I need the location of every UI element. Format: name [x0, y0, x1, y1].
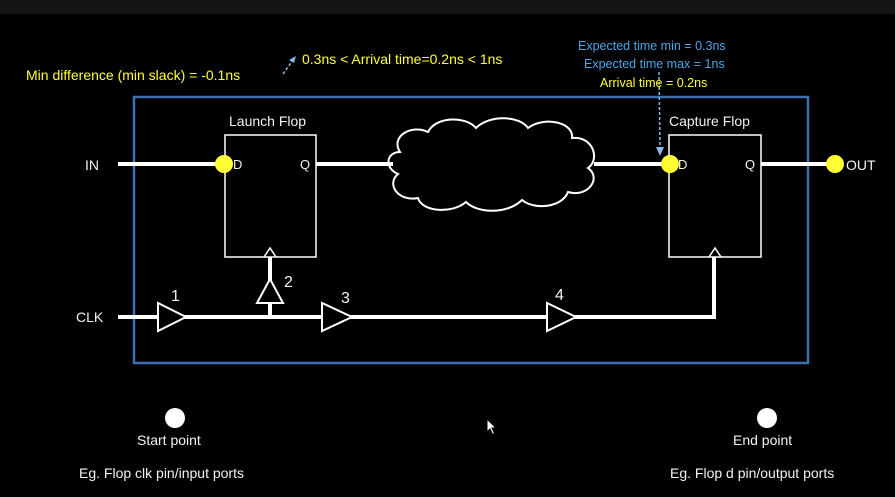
launch-q-pin-label: Q: [300, 157, 311, 172]
capture-q-pin-label: Q: [745, 157, 756, 172]
end-point-example: Eg. Flop d pin/output ports: [670, 465, 835, 481]
launch-flop-title: Launch Flop: [229, 113, 307, 129]
buffer-1-label: 1: [171, 288, 180, 305]
expected-min-label: Expected time min = 0.3ns: [578, 39, 726, 53]
capture-flop-box: [668, 134, 762, 258]
buffer-3-label: 3: [341, 290, 350, 307]
capture-d-marker: [661, 155, 679, 173]
arrival-arrow: [656, 71, 664, 156]
start-point-label: Start point: [137, 432, 201, 448]
out-port-label: OUT: [846, 157, 876, 173]
clock-buffer-3: [321, 301, 355, 333]
launch-d-marker: [215, 155, 233, 173]
arrival-window-label: 0.3ns < Arrival time=0.2ns < 1ns: [302, 51, 503, 67]
arrival-time-label: Arrival time = 0.2ns: [600, 76, 708, 90]
clock-buffer-1: [157, 301, 189, 333]
clock-buffer-4: [546, 301, 579, 333]
clock-buffer-2: [255, 276, 285, 304]
in-port-label: IN: [85, 157, 99, 173]
launch-flop-clk-caret: [263, 246, 277, 258]
mouse-pointer-icon: [486, 418, 498, 436]
combinational-logic-cloud: [387, 117, 596, 212]
min-slack-arrow: [282, 56, 296, 75]
design-boundary-box: [132, 95, 810, 365]
end-point-dot: [757, 408, 777, 428]
min-slack-label: Min difference (min slack) = -0.1ns: [26, 67, 241, 83]
clk-port-label: CLK: [76, 309, 104, 325]
expected-max-label: Expected time max = 1ns: [584, 57, 725, 71]
end-point-label: End point: [733, 432, 793, 448]
start-point-dot: [165, 408, 185, 428]
launch-d-pin-label: D: [233, 157, 243, 172]
out-port-marker: [826, 155, 844, 173]
capture-flop-title: Capture Flop: [669, 113, 750, 129]
launch-flop-box: [224, 134, 317, 258]
buffer-2-label: 2: [284, 274, 293, 291]
start-point-example: Eg. Flop clk pin/input ports: [79, 465, 244, 481]
top-bar: [0, 0, 895, 14]
buffer-4-label: 4: [555, 287, 564, 304]
capture-d-pin-label: D: [678, 157, 688, 172]
capture-flop-clk-caret: [708, 246, 722, 258]
